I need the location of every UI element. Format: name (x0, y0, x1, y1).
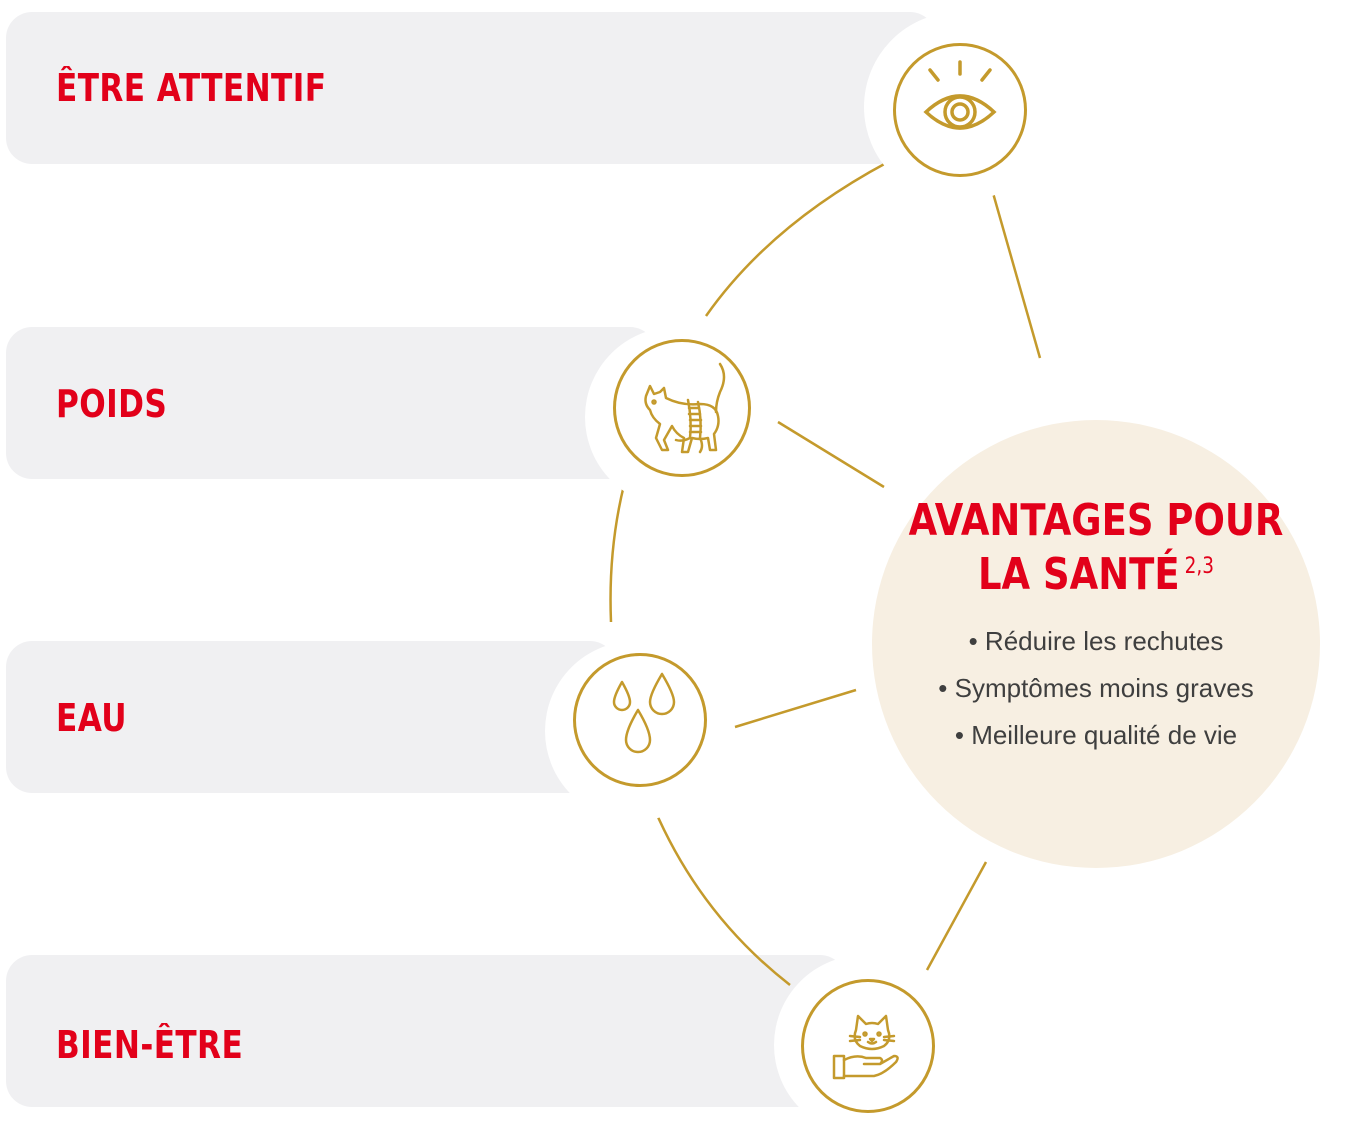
reference-superscript: 2,3 (1184, 554, 1215, 579)
cat-in-hand-icon (832, 1014, 899, 1080)
link-eye-to-center (989, 185, 1042, 359)
factor-label-attentif: ÊTRE ATTENTIF (56, 66, 327, 110)
benefit-item: Meilleure qualité de vie (872, 712, 1320, 759)
water-icon-circle (573, 653, 707, 787)
factor-label-poids: POIDS (56, 382, 168, 426)
factor-bar-bien-etre (6, 955, 846, 1107)
health-benefits-title-line2-text: LA SANTÉ (977, 549, 1180, 600)
benefits-list: Réduire les rechutes Symptômes moins gra… (872, 618, 1320, 759)
eye-icon-circle (893, 43, 1027, 177)
weight-icon-circle (613, 339, 751, 477)
link-wellbeing-to-center (925, 861, 988, 971)
factor-label-bien-etre: BIEN-ÊTRE (56, 1023, 244, 1067)
arc-weight-to-water (609, 484, 626, 623)
benefit-item: Réduire les rechutes (872, 618, 1320, 665)
wellbeing-icon-circle (801, 979, 935, 1113)
factor-label-eau: EAU (56, 696, 127, 740)
link-water-to-center (734, 688, 857, 729)
health-benefits-title-line1: AVANTAGES POUR (908, 495, 1284, 546)
arc-water-to-wellbeing (652, 807, 791, 986)
factor-bar-attentif (6, 12, 936, 164)
water-drops-icon (612, 672, 676, 754)
factor-bar-poids (6, 327, 656, 479)
factor-bar-eau (6, 641, 616, 793)
eye-icon (923, 60, 997, 130)
benefit-item: Symptômes moins graves (872, 665, 1320, 712)
link-weight-to-center (777, 420, 885, 489)
arc-eye-to-weight (704, 160, 889, 317)
cat-measuring-tape-icon (644, 362, 726, 454)
